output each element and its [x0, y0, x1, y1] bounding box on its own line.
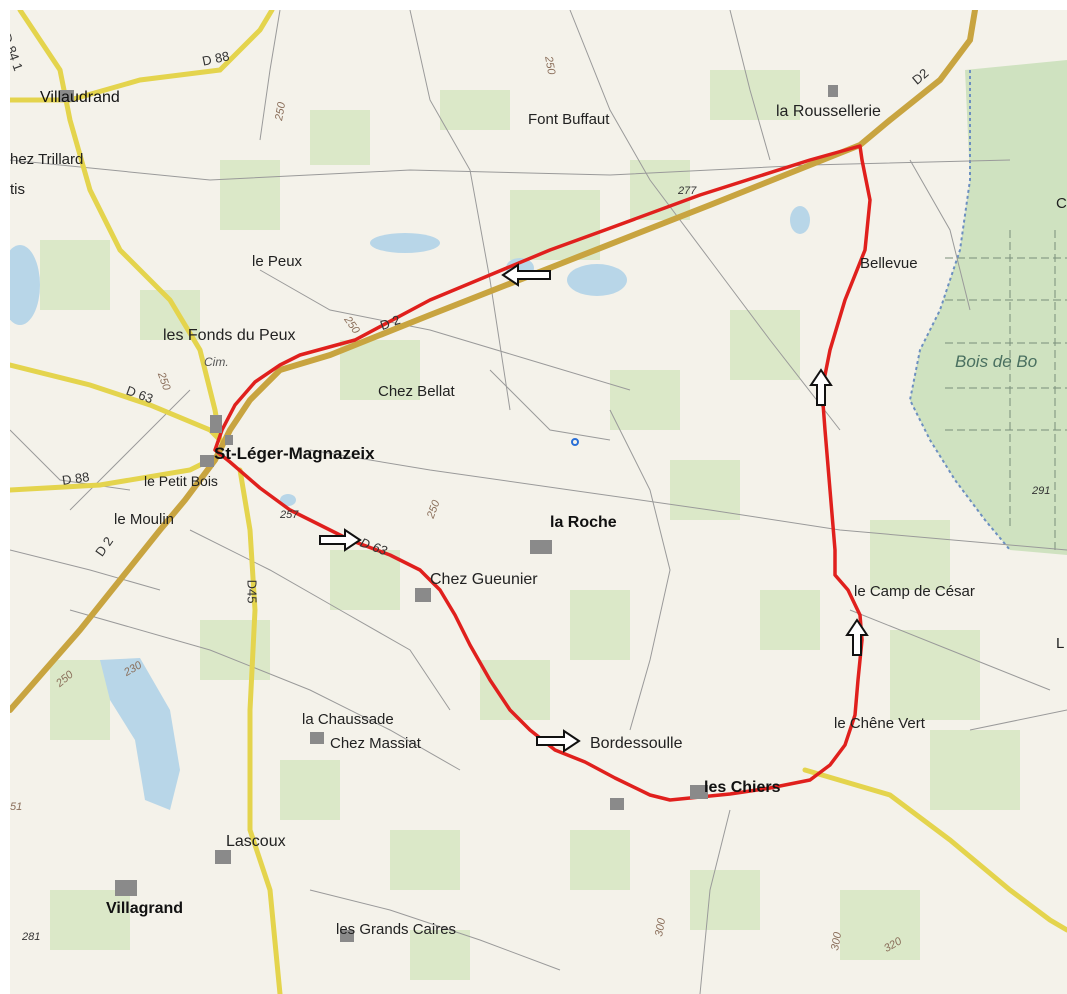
label-lascoux: Lascoux: [226, 833, 286, 850]
label-chez-trillard: hez Trillard: [10, 151, 84, 168]
label-st-leger-magnazeix: St-Léger-Magnazeix: [214, 444, 375, 463]
label-chez-massiat: Chez Massiat: [330, 735, 421, 752]
label-cim: Cim.: [204, 355, 229, 369]
label-alt-291: 291: [1032, 485, 1051, 497]
arrow-up-icon: [809, 368, 833, 406]
label-alt-250-1: 250: [542, 55, 558, 76]
label-les-fonds-du-peux: les Fonds du Peux: [163, 327, 296, 344]
label-font-buffaut: Font Buffaut: [528, 111, 610, 128]
label-chez-gueunier: Chez Gueunier: [430, 571, 538, 588]
pond-marker: [571, 438, 579, 446]
label-le-petit-bois: le Petit Bois: [144, 473, 218, 489]
label-chez-bellat: Chez Bellat: [378, 383, 455, 400]
label-le-peux: le Peux: [252, 253, 303, 270]
label-tis: tis: [10, 181, 25, 198]
label-bois: Bois de Bo: [955, 352, 1038, 371]
arrow-right-icon-2: [536, 729, 581, 753]
forest-edge: [908, 70, 1011, 551]
label-le-chene-vert: le Chêne Vert: [834, 715, 925, 732]
road-d2: [10, 10, 978, 713]
label-alt-277: 277: [678, 185, 697, 197]
label-bellevue: Bellevue: [860, 255, 918, 272]
label-road-d45: D45: [244, 579, 260, 604]
label-road-d88-left: D 88: [61, 469, 91, 488]
green-patches: [40, 70, 1020, 980]
yellow-roads: [10, 10, 1067, 994]
map-canvas[interactable]: [10, 10, 1067, 994]
map-background: [10, 10, 1067, 994]
label-alt-51: 51: [10, 801, 23, 813]
label-la-roche: la Roche: [550, 514, 617, 531]
forest-bois: [910, 60, 1067, 555]
forest-grid: [945, 230, 1067, 550]
direction-arrows: [319, 263, 869, 753]
label-villagrand: Villagrand: [106, 900, 184, 917]
label-edge-c: C: [1056, 195, 1067, 212]
label-les-chiers: les Chiers: [704, 779, 781, 796]
arrow-left-icon: [501, 263, 551, 287]
label-villaudrand: Villaudrand: [40, 89, 120, 106]
label-le-moulin: le Moulin: [114, 511, 175, 528]
label-la-chaussade: la Chaussade: [302, 711, 394, 728]
label-bordessoulle: Bordessoulle: [590, 735, 683, 752]
label-alt-281: 281: [22, 931, 41, 943]
tracks: [10, 10, 1067, 994]
building-clusters: [60, 85, 838, 942]
map-frame[interactable]: Villaudrand hez Trillard tis Font Buffau…: [10, 10, 1067, 994]
label-la-roussellerie: la Roussellerie: [776, 103, 881, 120]
label-alt-257: 257: [280, 509, 299, 521]
arrow-right-icon: [319, 528, 362, 552]
water-bodies: [10, 206, 810, 810]
label-les-grands-caires: les Grands Caires: [336, 921, 457, 938]
label-le-camp-de-cesar: le Camp de César: [854, 583, 975, 600]
arrow-up-icon-2: [845, 618, 869, 656]
label-edge-l: L: [1056, 635, 1065, 652]
